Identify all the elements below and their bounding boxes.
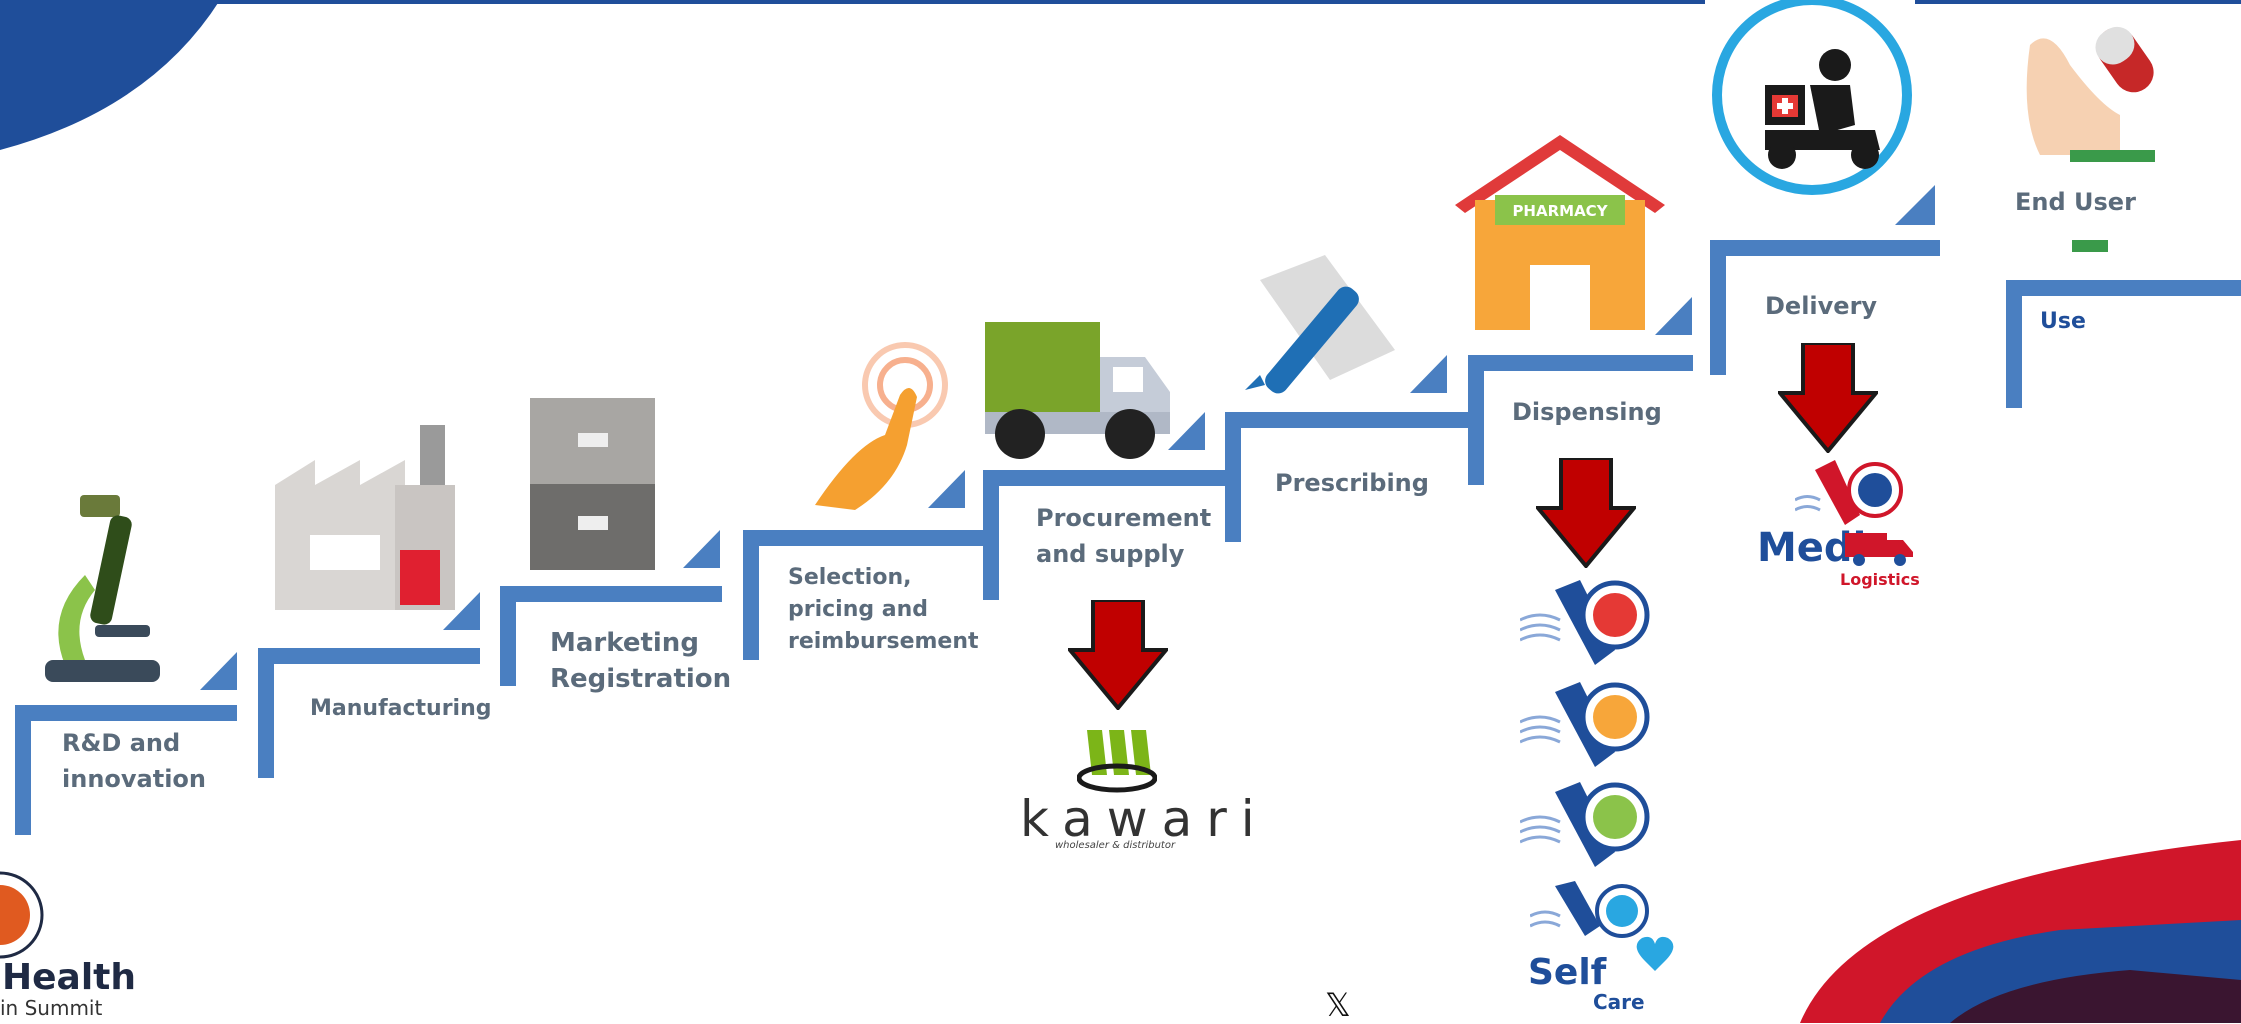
step-label-selection: Selection, pricing and reimbursement — [788, 565, 979, 654]
delivery-scooter-icon — [1712, 0, 1912, 195]
truck-icon — [985, 322, 1170, 459]
self-care-text-1: Self — [1528, 952, 1607, 993]
down-arrow-dispensing — [1536, 458, 1636, 568]
kawari-tagline: wholesaler & distributor — [1055, 840, 1176, 851]
factory-icon — [275, 425, 455, 610]
sleeve-band — [2072, 240, 2108, 252]
summit-logo-icon — [0, 871, 44, 959]
health-text: Health — [2, 957, 137, 998]
pharmacy-logo-caduceus-icon — [1520, 580, 1650, 665]
pharmacy-icon — [1455, 135, 1665, 330]
kawari-name: kawari — [1020, 790, 1269, 848]
top-border-line — [200, 0, 1705, 4]
kawari-logo-icon — [1077, 730, 1157, 793]
medi-sub: Logistics — [1840, 570, 1920, 589]
step-label-use: Use — [2040, 309, 2086, 334]
pharmacy-logo-building-icon — [1520, 682, 1650, 767]
hand-pill-icon — [2026, 26, 2155, 162]
top-border-line-right — [1915, 0, 2241, 4]
summit-text: in Summit — [0, 996, 103, 1020]
step-label-procurement: Procurement and supply — [1036, 504, 1212, 568]
self-care-text-2: Care — [1593, 990, 1645, 1014]
corner-decoration-bottomright — [1800, 840, 2241, 1023]
filing-cabinet-icon — [530, 398, 655, 570]
x-social-icon[interactable]: 𝕏 — [1325, 986, 1351, 1024]
down-arrow-delivery — [1778, 343, 1878, 453]
corner-decoration-topleft — [0, 0, 220, 150]
step-label-prescribing: Prescribing — [1275, 469, 1429, 497]
down-arrow-procurement — [1068, 600, 1168, 710]
delivery-van-icon — [1845, 533, 1913, 566]
pointing-hand-icon — [815, 342, 948, 510]
step-label-end-user: End User — [2015, 188, 2136, 216]
step-label-manufacturing: Manufacturing — [310, 696, 492, 721]
pharmacy-logo-dna-icon — [1520, 782, 1650, 867]
pharmacy-sign-text: PHARMACY — [1512, 202, 1608, 220]
self-care-logo-icon — [1530, 881, 1674, 971]
prescription-pen-icon — [1245, 255, 1395, 394]
step-label-delivery: Delivery — [1765, 292, 1878, 320]
step-label-marketing: Marketing Registration — [550, 628, 732, 694]
step-label-dispensing: Dispensing — [1512, 398, 1662, 426]
step-label-rd: R&D and innovation — [62, 729, 206, 793]
microscope-icon — [45, 495, 160, 682]
medi-logistics-logo-icon — [1795, 460, 1903, 525]
